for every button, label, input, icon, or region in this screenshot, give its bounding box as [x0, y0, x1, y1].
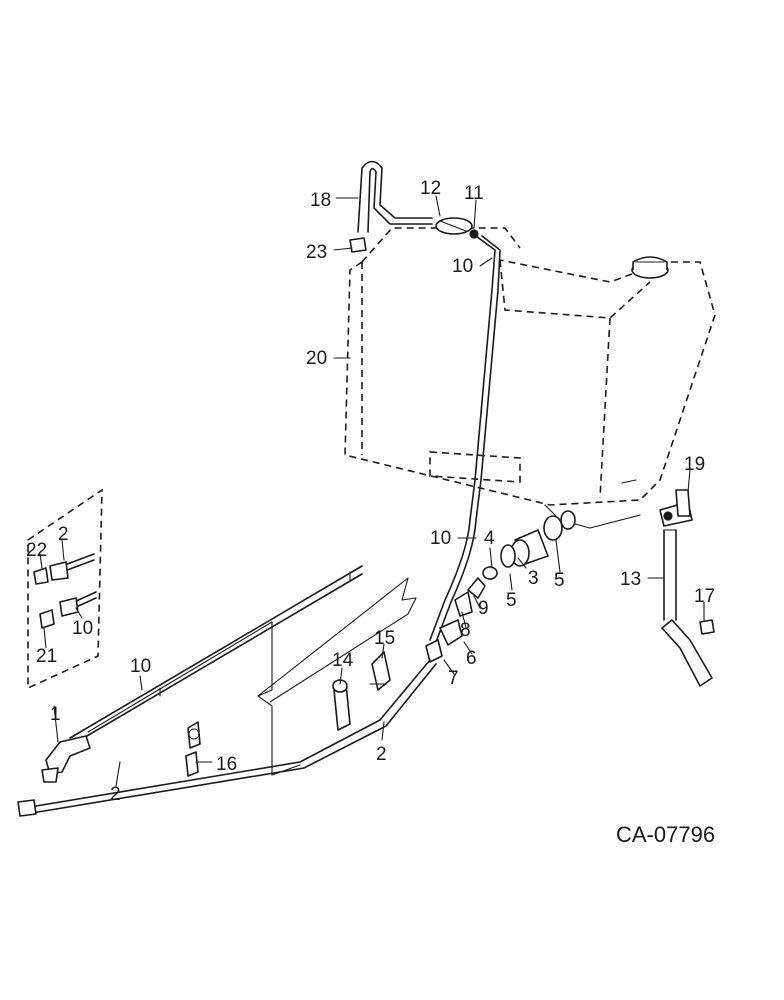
clip-23	[349, 237, 367, 253]
fuel-line-2	[17, 659, 437, 817]
callout-9: 9	[478, 598, 489, 619]
callout-13: 13	[620, 569, 641, 590]
callout-22: 22	[26, 540, 47, 561]
callout-3: 3	[528, 568, 539, 589]
clip-16	[185, 721, 201, 777]
callout-16: 16	[216, 754, 237, 775]
callout-21: 21	[36, 646, 57, 667]
drain-fittings	[425, 510, 576, 663]
callout-10-inset: 10	[72, 618, 93, 639]
callout-15: 15	[374, 628, 395, 649]
callout-2-lower: 2	[110, 784, 121, 805]
callout-labels: 18 12 11 23 10 20 10 4 3 5 5 9 8 6 7 19 …	[26, 178, 715, 805]
callout-12: 12	[420, 178, 441, 199]
callout-11: 11	[464, 183, 484, 204]
drawing-code: CA-07796	[616, 822, 715, 847]
break-panels	[87, 577, 417, 776]
filler-cap	[631, 256, 669, 279]
leader-lines	[39, 195, 705, 787]
callout-1: 1	[50, 704, 61, 725]
callout-19: 19	[684, 454, 705, 475]
clip-14	[332, 679, 351, 731]
callout-18: 18	[310, 190, 331, 211]
callout-7: 7	[448, 668, 459, 689]
callout-10-top: 10	[452, 256, 473, 277]
callout-17: 17	[694, 586, 715, 607]
callout-2-inset: 2	[58, 524, 69, 545]
callout-14: 14	[332, 650, 354, 671]
hose-13	[661, 529, 713, 687]
callout-20: 20	[306, 348, 327, 369]
tee-fitting-19	[659, 489, 693, 527]
supply-line	[429, 235, 501, 643]
callout-4: 4	[484, 528, 495, 549]
callout-6: 6	[466, 648, 477, 669]
callout-8: 8	[460, 620, 471, 641]
callout-5-right: 5	[554, 570, 565, 591]
callout-10-lower: 10	[130, 656, 151, 677]
fuel-line-10	[69, 565, 363, 747]
inset-fittings	[27, 488, 103, 690]
elbow-fitting-1	[41, 735, 91, 783]
callout-10-mid: 10	[430, 528, 451, 549]
callout-23: 23	[306, 242, 327, 263]
callout-2-right: 2	[376, 744, 387, 765]
callout-5-left: 5	[506, 590, 517, 611]
clip-15	[369, 651, 391, 691]
clamp-17	[699, 619, 715, 635]
return-pipe	[357, 160, 479, 239]
